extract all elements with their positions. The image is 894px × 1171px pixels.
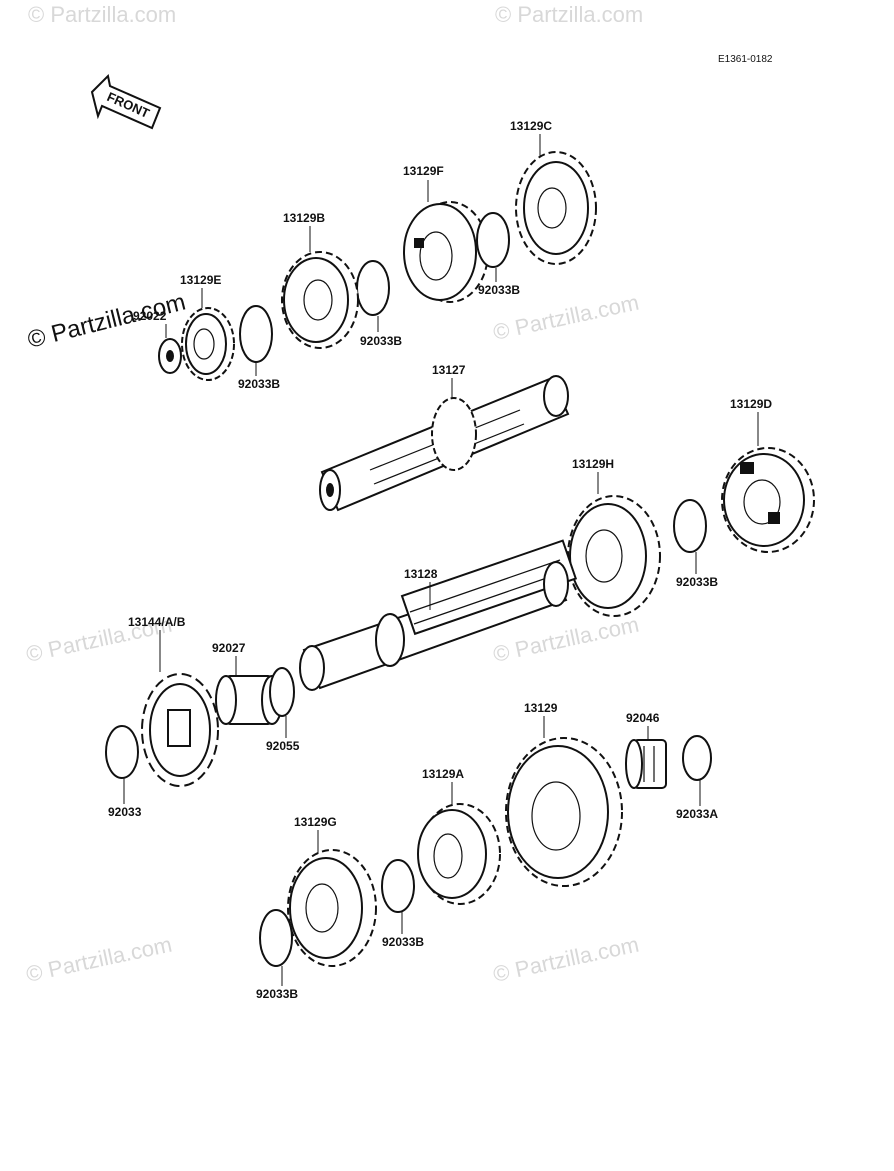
snap-ring-icon (356, 260, 390, 316)
snap-ring-icon (682, 735, 712, 781)
washer-92022-icon (158, 338, 182, 374)
snap-ring-icon (259, 909, 293, 967)
watermark: © Partzilla.com (491, 612, 641, 667)
part-label-92033b: 92033B (478, 283, 520, 297)
part-label-92033b: 92033B (238, 377, 280, 391)
part-label-13127: 13127 (432, 363, 466, 377)
input-shaft-13127-icon (319, 375, 570, 512)
part-label-13129e: 13129E (180, 273, 221, 287)
part-label-92033: 92033 (108, 805, 142, 819)
bearing-92046-icon (625, 739, 667, 789)
part-label-13129: 13129 (524, 701, 558, 715)
snap-ring-icon (476, 212, 510, 268)
watermark: © Partzilla.com (491, 932, 641, 987)
part-label-92033b: 92033B (256, 987, 298, 1001)
part-label-13129a: 13129A (422, 767, 464, 781)
part-label-92022: 92022 (133, 309, 167, 323)
watermark: © Partzilla.com (491, 290, 641, 345)
o-ring-92055-icon (269, 667, 295, 717)
part-label-13129h: 13129H (572, 457, 614, 471)
part-label-13129b: 13129B (283, 211, 325, 225)
part-label-92033b: 92033B (360, 334, 402, 348)
part-label-13129c: 13129C (510, 119, 552, 133)
part-label-13129f: 13129F (403, 164, 444, 178)
snap-ring-icon (239, 305, 273, 363)
part-label-13129g: 13129G (294, 815, 337, 829)
watermark: © Partzilla.com (495, 2, 643, 27)
part-label-92055: 92055 (266, 739, 300, 753)
part-label-92033a: 92033A (676, 807, 718, 821)
snap-ring-icon (673, 499, 707, 553)
gear-13129e-icon (181, 307, 235, 381)
snap-ring-icon (381, 859, 415, 913)
part-label-13128: 13128 (404, 567, 438, 581)
gear-13129c-icon (515, 151, 597, 265)
part-label-92046: 92046 (626, 711, 660, 725)
part-label-92033b: 92033B (382, 935, 424, 949)
watermark: © Partzilla.com (28, 2, 176, 27)
gear-13129f-icon (403, 201, 489, 303)
gear-13129d-icon (721, 447, 815, 553)
part-label-13144: 13144/A/B (128, 615, 186, 629)
gear-13129-icon (505, 737, 623, 887)
gear-13129a-icon (417, 803, 501, 905)
sprocket-13144-icon (141, 673, 219, 787)
part-label-92033b: 92033B (676, 575, 718, 589)
watermark: © Partzilla.com (24, 932, 174, 987)
gear-13129h-icon (567, 495, 661, 617)
part-label-13129d: 13129D (730, 397, 772, 411)
part-label-92027: 92027 (212, 641, 246, 655)
output-shaft-13128-icon (299, 539, 578, 691)
diagram-code: E1361-0182 (718, 54, 773, 65)
front-arrow-icon: FRONT (90, 73, 162, 130)
gear-13129g-icon (287, 849, 377, 967)
gear-13129b-icon (281, 251, 359, 349)
circlip-92033-icon (105, 725, 139, 779)
